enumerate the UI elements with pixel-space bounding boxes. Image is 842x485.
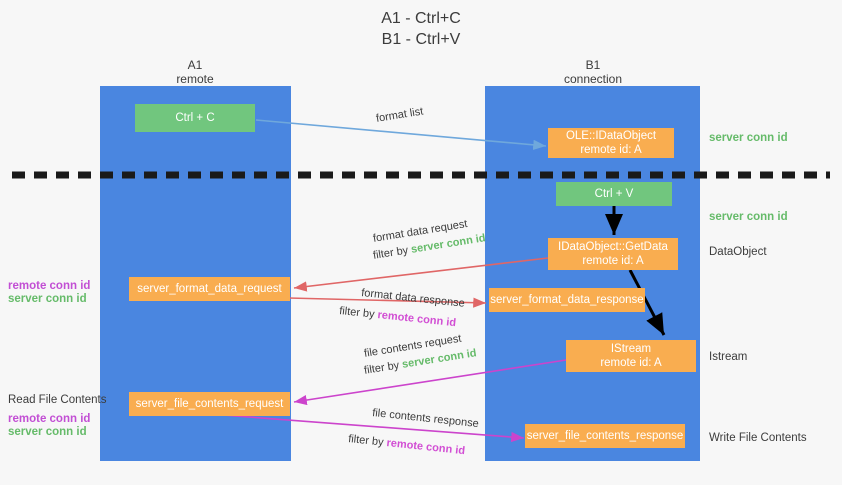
- left-label-read-file-contents: Read File Contents: [8, 394, 107, 406]
- arrow-format-list: [255, 119, 547, 150]
- box-server-file-contents-request-label: server_file_contents_request: [135, 398, 284, 410]
- right-label-server-conn-id-top: server conn id: [709, 132, 788, 144]
- right-label-dataobject: DataObject: [709, 246, 767, 258]
- arrow-format-data-request: [293, 257, 549, 292]
- box-getdata-line1: IDataObject::GetData: [558, 241, 668, 253]
- right-label-server-conn-id-mid: server conn id: [709, 211, 788, 223]
- box-server-format-data-response-label: server_format_data_response: [490, 294, 644, 306]
- arrow-getdata-to-istream: [628, 269, 666, 336]
- box-server-format-data-request-label: server_format_data_request: [137, 283, 282, 295]
- box-server-file-contents-response[interactable]: server_file_contents_response: [525, 424, 685, 448]
- box-ctrl-v-label: Ctrl + V: [594, 188, 634, 200]
- arrow-file-contents-request: [293, 359, 567, 406]
- box-ole-idataobject-line1: OLE::IDataObject: [565, 130, 657, 142]
- box-server-file-contents-response-label: server_file_contents_response: [526, 430, 684, 442]
- box-server-file-contents-request[interactable]: server_file_contents_request: [129, 392, 290, 416]
- box-ole-idataobject[interactable]: OLE::IDataObject remote id: A: [548, 128, 674, 158]
- box-ctrl-c[interactable]: Ctrl + C: [135, 104, 255, 132]
- box-istream[interactable]: IStream remote id: A: [566, 340, 696, 372]
- left-label-remote-conn-id-2: remote conn id: [8, 413, 91, 425]
- box-getdata-line2: remote id: A: [582, 255, 644, 267]
- box-server-format-data-request[interactable]: server_format_data_request: [129, 277, 290, 301]
- box-ole-idataobject-line2: remote id: A: [580, 144, 642, 156]
- box-getdata[interactable]: IDataObject::GetData remote id: A: [548, 238, 678, 270]
- box-ctrl-v[interactable]: Ctrl + V: [556, 182, 672, 206]
- box-istream-line1: IStream: [610, 343, 652, 355]
- right-label-write-file-contents: Write File Contents: [709, 432, 807, 444]
- box-server-format-data-response[interactable]: server_format_data_response: [489, 288, 645, 312]
- left-label-server-conn-id-2: server conn id: [8, 426, 87, 438]
- diagram-title: A1 - Ctrl+C B1 - Ctrl+V: [381, 10, 461, 48]
- left-label-server-conn-id-1: server conn id: [8, 293, 87, 305]
- left-label-remote-conn-id-1: remote conn id: [8, 280, 91, 292]
- box-istream-line2: remote id: A: [600, 357, 662, 369]
- column-header-b1: B1 connection: [563, 58, 623, 86]
- column-header-a1: A1 remote: [176, 58, 214, 86]
- box-ctrl-c-label: Ctrl + C: [175, 112, 215, 124]
- right-label-istream: Istream: [709, 351, 748, 363]
